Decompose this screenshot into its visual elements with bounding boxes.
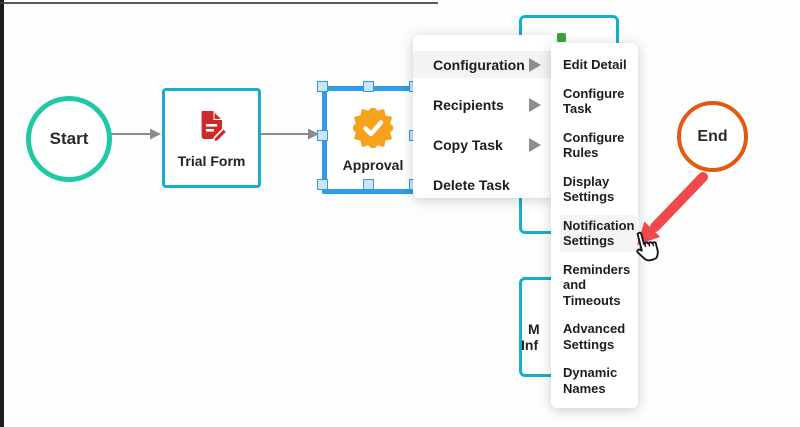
submenu-item-display-settings[interactable]: Display Settings [563, 173, 615, 205]
menu-item-configuration[interactable]: Configuration [413, 51, 555, 78]
selection-handle[interactable] [317, 179, 328, 190]
end-node-label: End [697, 127, 728, 145]
start-node[interactable]: Start [26, 96, 112, 182]
menu-item-label: Delete Task [433, 176, 510, 193]
submenu-item-reminders-and-timeouts[interactable]: Reminders and Timeouts [563, 261, 631, 308]
submenu-item-dynamic-names[interactable]: Dynamic Names [563, 365, 618, 396]
trial-form-node[interactable]: Trial Form [162, 88, 261, 188]
submenu-item-edit-detail[interactable]: Edit Detail [563, 57, 627, 72]
hidden-task-icon [557, 33, 566, 42]
menu-item-label: Recipients [433, 96, 504, 113]
end-node[interactable]: End [677, 101, 748, 172]
configuration-submenu: Edit Detail Configure Task Configure Rul… [551, 43, 638, 408]
menu-item-label: Configuration [433, 56, 525, 73]
submenu-arrow-icon [529, 137, 541, 152]
start-node-label: Start [49, 129, 89, 148]
trial-form-label: Trial Form [177, 152, 246, 169]
connector-start-trialform [104, 128, 161, 140]
context-menu: Configuration Recipients Copy Task Delet… [413, 35, 555, 198]
selection-handle[interactable] [363, 81, 374, 92]
menu-item-copy-task[interactable]: Copy Task [413, 131, 555, 158]
document-edit-icon [194, 108, 230, 149]
submenu-item-configure-task[interactable]: Configure Task [563, 85, 625, 117]
selection-handle[interactable] [363, 179, 374, 190]
menu-item-recipients[interactable]: Recipients [413, 91, 555, 118]
menu-item-label: Copy Task [433, 136, 503, 153]
approval-node[interactable]: Approval [322, 86, 424, 194]
selection-handle[interactable] [317, 81, 328, 92]
hidden-task-label-fragment: M [528, 321, 540, 337]
approval-label: Approval [342, 156, 404, 173]
connector-trialform-approval [257, 128, 319, 140]
submenu-item-configure-rules[interactable]: Configure Rules [563, 129, 625, 161]
menu-item-delete-task[interactable]: Delete Task [413, 171, 555, 198]
hidden-task-label-fragment: Inf [521, 337, 539, 353]
window-top-border [0, 2, 438, 4]
submenu-item-advanced-settings[interactable]: Advanced Settings [563, 321, 626, 352]
submenu-item-notification-settings[interactable]: Notification Settings [563, 217, 636, 249]
submenu-arrow-icon [529, 97, 541, 112]
window-left-border [0, 0, 4, 427]
submenu-arrow-icon [529, 57, 541, 72]
badge-check-icon [351, 106, 395, 153]
selection-handle[interactable] [317, 130, 328, 141]
